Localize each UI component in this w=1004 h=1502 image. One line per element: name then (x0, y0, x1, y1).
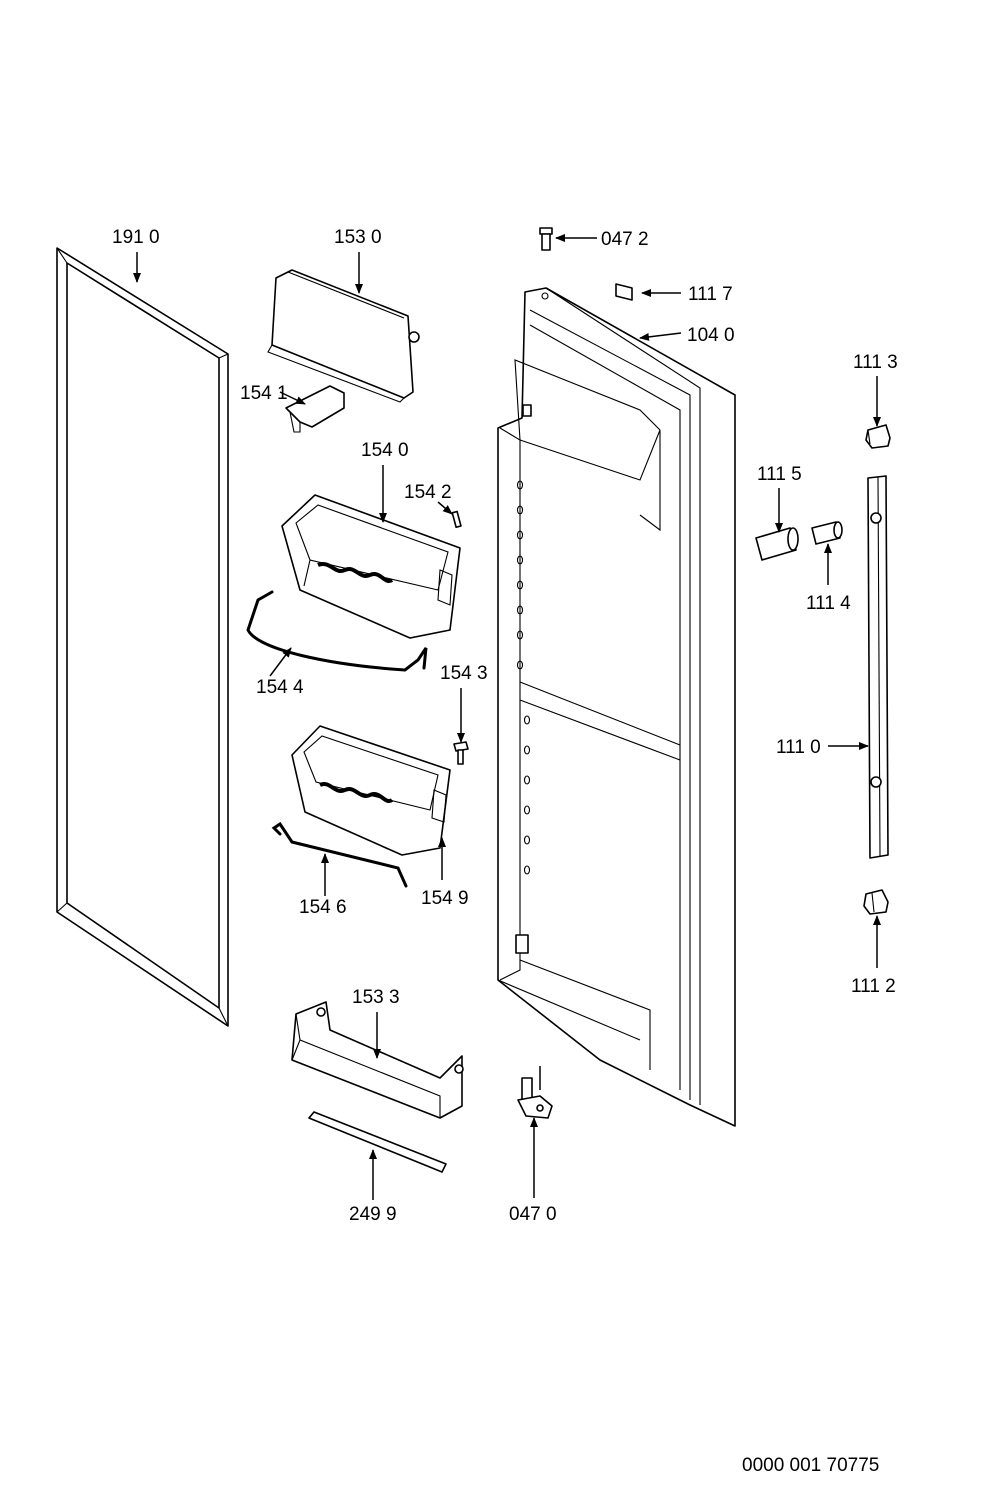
screw-shape (453, 741, 469, 765)
bottom-hinge-shape (517, 1077, 553, 1119)
lower-wire-shape (271, 821, 408, 888)
handle-top-cap-shape (865, 424, 891, 449)
bushing-shape (755, 527, 799, 561)
bottle-shelf-shape (291, 1001, 464, 1119)
label-111-0: 111 0 (776, 737, 821, 758)
plug-shape (811, 521, 843, 545)
label-154-1: 154 1 (240, 383, 288, 404)
handle-bottom-cap-shape (863, 889, 889, 915)
label-111-2: 111 2 (851, 976, 896, 997)
label-249-9: 249 9 (349, 1204, 397, 1225)
door-gasket-shape (56, 247, 229, 1027)
label-153-3: 153 3 (352, 987, 400, 1008)
label-154-3: 154 3 (440, 663, 488, 684)
label-154-9: 154 9 (421, 888, 469, 909)
lower-door-bin-shape (291, 725, 451, 856)
label-154-6: 154 6 (299, 897, 347, 918)
shelf-strip-shape (308, 1111, 447, 1173)
upper-wire-shape (246, 590, 428, 672)
top-cover-shape (267, 269, 420, 403)
label-154-0: 154 0 (361, 440, 409, 461)
top-hinge-pin-shape (539, 227, 553, 251)
label-104-0: 104 0 (687, 325, 735, 346)
door-shape (497, 287, 736, 1127)
label-111-4: 111 4 (806, 593, 851, 614)
upper-door-bin-shape (281, 494, 461, 639)
label-047-2: 047 2 (601, 229, 649, 250)
label-111-5: 111 5 (757, 464, 802, 485)
pin-shape (451, 510, 462, 529)
cover-clip-shape (285, 385, 345, 433)
label-154-4: 154 4 (256, 677, 304, 698)
label-047-0: 047 0 (509, 1204, 557, 1225)
handle-shape (867, 475, 889, 859)
label-154-2: 154 2 (404, 482, 452, 503)
part-labels: 191 0 153 0 154 1 154 0 154 2 154 4 154 … (112, 227, 898, 1476)
leader-lines (133, 234, 881, 1200)
label-111-3: 111 3 (853, 352, 898, 373)
label-111-7: 111 7 (688, 284, 733, 305)
label-plate-shape (615, 283, 633, 301)
label-191-0: 191 0 (112, 227, 160, 248)
label-153-0: 153 0 (334, 227, 382, 248)
document-number: 0000 001 70775 (742, 1455, 879, 1476)
